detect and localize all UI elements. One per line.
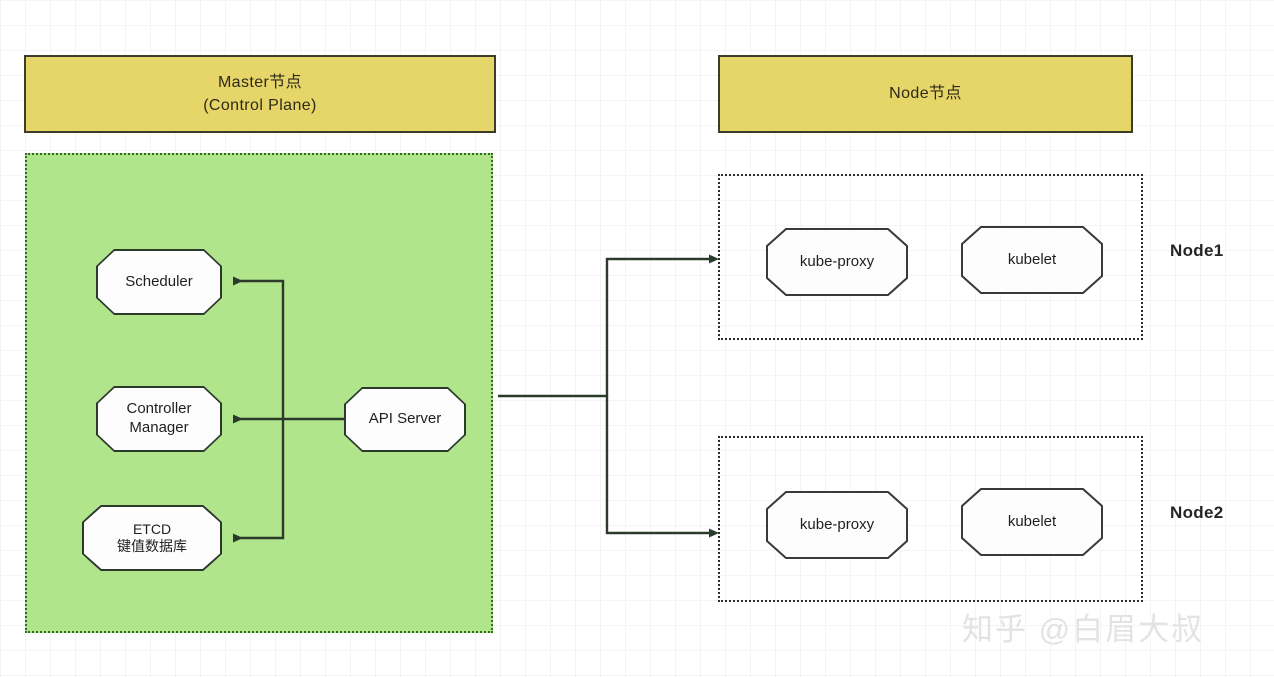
node1-kubelet-label: kubelet: [1007, 250, 1057, 268]
node2-component-kube-proxy[interactable]: kube-proxy: [766, 491, 908, 559]
component-scheduler[interactable]: Scheduler: [96, 249, 222, 315]
node2-component-kubelet[interactable]: kubelet: [961, 488, 1103, 556]
node2-region: [718, 436, 1143, 602]
node-banner-label: Node节点: [889, 85, 962, 103]
component-etcd[interactable]: ETCD 键值数据库: [82, 505, 222, 571]
node2-kube-proxy-label: kube-proxy: [799, 515, 875, 533]
component-api-server-label: API Server: [368, 410, 442, 428]
node2-label: Node2: [1170, 503, 1224, 522]
component-controller-manager-label: Controller Manager: [120, 400, 197, 438]
node1-component-kubelet[interactable]: kubelet: [961, 226, 1103, 294]
controller-manager-line2: Manager: [129, 419, 189, 436]
wire-apiserver-to-nodes: [498, 254, 719, 538]
master-node-banner: Master节点 (Control Plane): [24, 55, 496, 133]
node1-label: Node1: [1170, 241, 1224, 260]
node1-kube-proxy-label: kube-proxy: [799, 252, 875, 270]
master-banner-line2: (Control Plane): [203, 97, 317, 114]
etcd-line1: ETCD: [132, 520, 172, 537]
master-banner-line1: Master节点: [217, 73, 303, 91]
node1-component-kube-proxy[interactable]: kube-proxy: [766, 228, 908, 296]
node-banner: Node节点: [718, 55, 1133, 133]
component-controller-manager[interactable]: Controller Manager: [96, 386, 222, 452]
component-scheduler-label: Scheduler: [125, 272, 193, 290]
etcd-line2: 键值数据库: [117, 538, 187, 554]
component-etcd-label: ETCD 键值数据库: [111, 521, 193, 556]
node2-kubelet-label: kubelet: [1007, 512, 1057, 530]
watermark: 知乎 @白眉大叔: [962, 612, 1205, 647]
node1-region: [718, 174, 1143, 340]
controller-manager-line1: Controller: [126, 400, 192, 418]
component-api-server[interactable]: API Server: [344, 387, 466, 452]
